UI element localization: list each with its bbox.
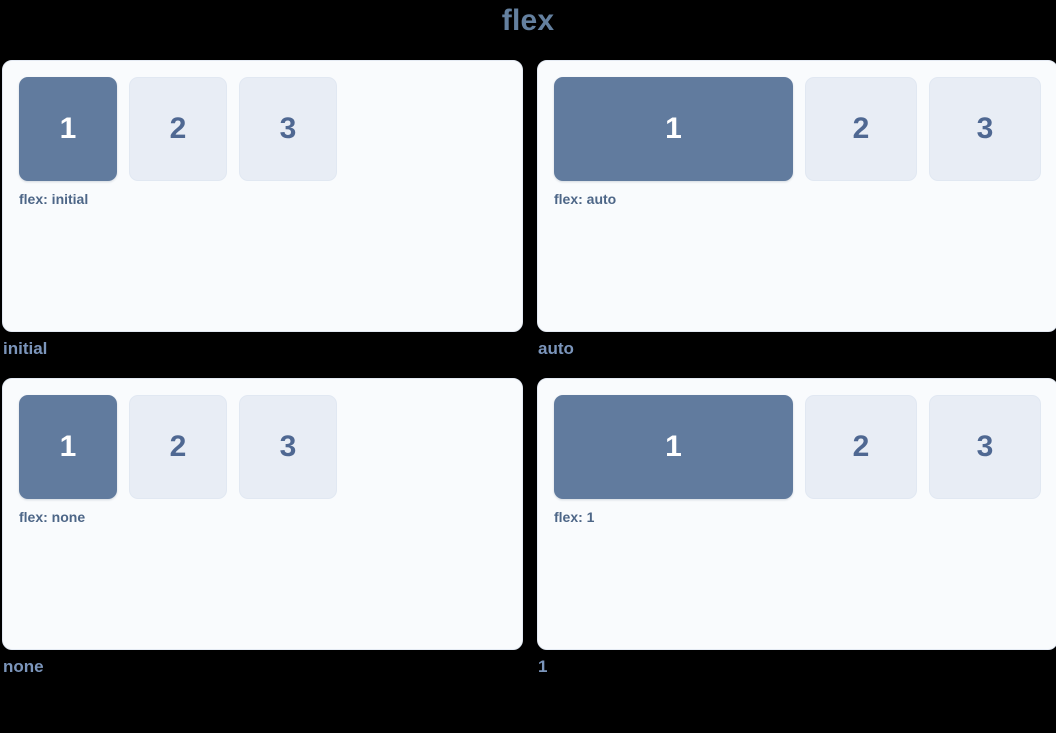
demo-note-auto: flex: auto <box>554 191 617 207</box>
demo-label-auto: auto <box>538 339 574 358</box>
flex-item-3: 3 <box>239 77 337 181</box>
demo-note-initial: flex: initial <box>19 191 89 207</box>
flex-item-2: 2 <box>805 77 917 181</box>
flex-item-3: 3 <box>929 77 1041 181</box>
demo-cell-auto: 1 2 3 flex: auto auto <box>537 60 1056 360</box>
demo-grid: 1 2 3 flex: initial initial 1 2 3 flex: … <box>0 60 1056 678</box>
demo-panel-none: 1 2 3 flex: none <box>2 378 523 650</box>
flex-item-2: 2 <box>129 77 227 181</box>
demo-note-none: flex: none <box>19 509 86 525</box>
demo-label-initial: initial <box>3 339 48 358</box>
demo-cell-none: 1 2 3 flex: none none <box>2 378 523 678</box>
demo-label-one: 1 <box>538 657 548 676</box>
flex-container-auto: 1 2 3 <box>554 77 1041 181</box>
flex-item-3: 3 <box>239 395 337 499</box>
flex-container-one: 1 2 3 <box>554 395 1041 499</box>
demo-panel-one: 1 2 3 flex: 1 <box>537 378 1056 650</box>
demo-label-none: none <box>3 657 44 676</box>
flex-item-1: 1 <box>19 77 117 181</box>
demo-cell-initial: 1 2 3 flex: initial initial <box>2 60 523 360</box>
flex-item-2: 2 <box>805 395 917 499</box>
page-title: flex <box>501 4 555 37</box>
flex-item-1: 1 <box>554 77 793 181</box>
demo-panel-auto: 1 2 3 flex: auto <box>537 60 1056 332</box>
flex-item-3: 3 <box>929 395 1041 499</box>
flex-container-initial: 1 2 3 <box>19 77 506 181</box>
flex-item-2: 2 <box>129 395 227 499</box>
flex-item-1: 1 <box>554 395 793 499</box>
demo-panel-initial: 1 2 3 flex: initial <box>2 60 523 332</box>
demo-cell-one: 1 2 3 flex: 1 1 <box>537 378 1056 678</box>
flex-container-none: 1 2 3 <box>19 395 506 499</box>
flex-item-1: 1 <box>19 395 117 499</box>
demo-note-one: flex: 1 <box>554 509 595 525</box>
